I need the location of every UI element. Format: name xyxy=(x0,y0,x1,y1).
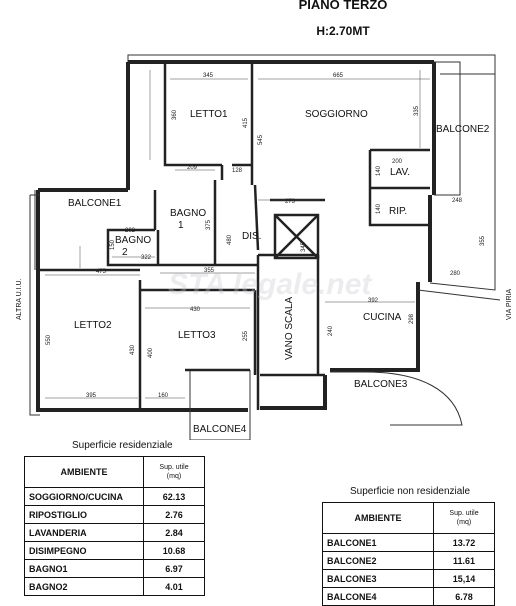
dim-label: 475 xyxy=(96,269,107,275)
dim-label: 480 xyxy=(227,234,233,245)
room-dis: DIS. xyxy=(242,231,261,242)
dim-label: 240 xyxy=(328,325,334,336)
dim-label: 128 xyxy=(232,168,243,174)
dim-label: 335 xyxy=(414,105,420,116)
dim-label: 545 xyxy=(258,134,264,145)
room-vano-scala: VANO SCALA xyxy=(284,297,295,360)
room-soggiorno: SOGGIORNO xyxy=(305,109,368,120)
dimension-lines xyxy=(45,70,430,399)
room-letto1: LETTO1 xyxy=(190,109,228,120)
floor-title: PIANO TERZO xyxy=(299,0,388,12)
dim-label: 273 xyxy=(285,199,296,205)
dim-label: 355 xyxy=(204,268,215,274)
room-bagno2-number: 2 xyxy=(122,247,128,258)
watermark: STA legale.net xyxy=(168,268,372,301)
dim-label: 200 xyxy=(392,159,403,165)
room-bagno1-number: 1 xyxy=(178,220,184,231)
room-balcone1: BALCONE1 xyxy=(68,198,122,209)
dim-label: 345 xyxy=(203,73,214,79)
dim-label: 395 xyxy=(86,393,97,399)
room-balcone3: BALCONE3 xyxy=(354,379,408,390)
col-ambiente: AMBIENTE xyxy=(24,456,144,488)
dim-label: 430 xyxy=(190,307,201,313)
room-balcone2: BALCONE2 xyxy=(436,124,490,135)
room-rip: RIP. xyxy=(389,206,407,217)
dim-label: 298 xyxy=(409,313,415,324)
dim-label: 550 xyxy=(46,334,52,345)
dim-label: 360 xyxy=(172,109,178,120)
room-bagno2: BAGNO xyxy=(115,235,151,246)
col-sup-utile: Sup. utile(mq) xyxy=(433,502,495,534)
dim-label: 430 xyxy=(130,344,136,355)
dim-label: 140 xyxy=(376,203,382,214)
right-street-label: VIA PIRIA xyxy=(506,289,513,320)
dim-label: 248 xyxy=(452,198,463,204)
residential-table: AMBIENTE Sup. utile(mq) SOGGIORNO/CUCINA… xyxy=(24,456,205,596)
dim-label: 345 xyxy=(301,241,307,252)
dim-label: 140 xyxy=(376,165,382,176)
room-letto2: LETTO2 xyxy=(74,320,112,331)
dim-label: 202 xyxy=(125,228,136,234)
dim-label: 160 xyxy=(158,393,169,399)
room-letto3: LETTO3 xyxy=(178,330,216,341)
dim-label: 392 xyxy=(368,298,379,304)
interior-walls xyxy=(40,62,430,410)
col-ambiente: AMBIENTE xyxy=(322,502,434,534)
left-neighbor-label: ALTRA U.I.U. xyxy=(16,278,23,320)
dim-label: 400 xyxy=(148,347,154,358)
dimension-labels: 345 665 360 415 545 335 209 128 200 140 … xyxy=(46,73,486,399)
table-header-row: AMBIENTE Sup. utile(mq) xyxy=(24,456,205,488)
outer-walls xyxy=(36,60,436,412)
room-cucina: CUCINA xyxy=(363,312,402,323)
residential-title: Superficie residenziale xyxy=(72,440,173,451)
dim-label: 375 xyxy=(206,219,212,230)
dim-label: 209 xyxy=(187,165,198,171)
room-labels: LETTO1 SOGGIORNO BALCONE2 LAV. RIP. BALC… xyxy=(68,109,490,435)
dim-label: 322 xyxy=(141,255,152,261)
room-bagno1: BAGNO xyxy=(170,208,206,219)
dim-label: 280 xyxy=(450,271,461,277)
dim-label: 150 xyxy=(110,239,116,250)
room-balcone4: BALCONE4 xyxy=(193,424,247,435)
room-lav: LAV. xyxy=(390,167,410,178)
table-header-row: AMBIENTE Sup. utile(mq) xyxy=(322,502,495,534)
floor-plan: PIANO TERZO H:2.70MT ALTRA U.I.U. VIA PI… xyxy=(16,0,513,440)
dim-label: 415 xyxy=(243,117,249,128)
dim-label: 255 xyxy=(243,330,249,341)
col-sup-utile: Sup. utile(mq) xyxy=(143,456,205,488)
balcony-outlines xyxy=(29,54,501,440)
floor-height: H:2.70MT xyxy=(316,24,370,38)
dim-label: 355 xyxy=(480,235,486,246)
non-residential-title: Superficie non residenziale xyxy=(350,486,471,497)
dim-label: 665 xyxy=(333,73,344,79)
